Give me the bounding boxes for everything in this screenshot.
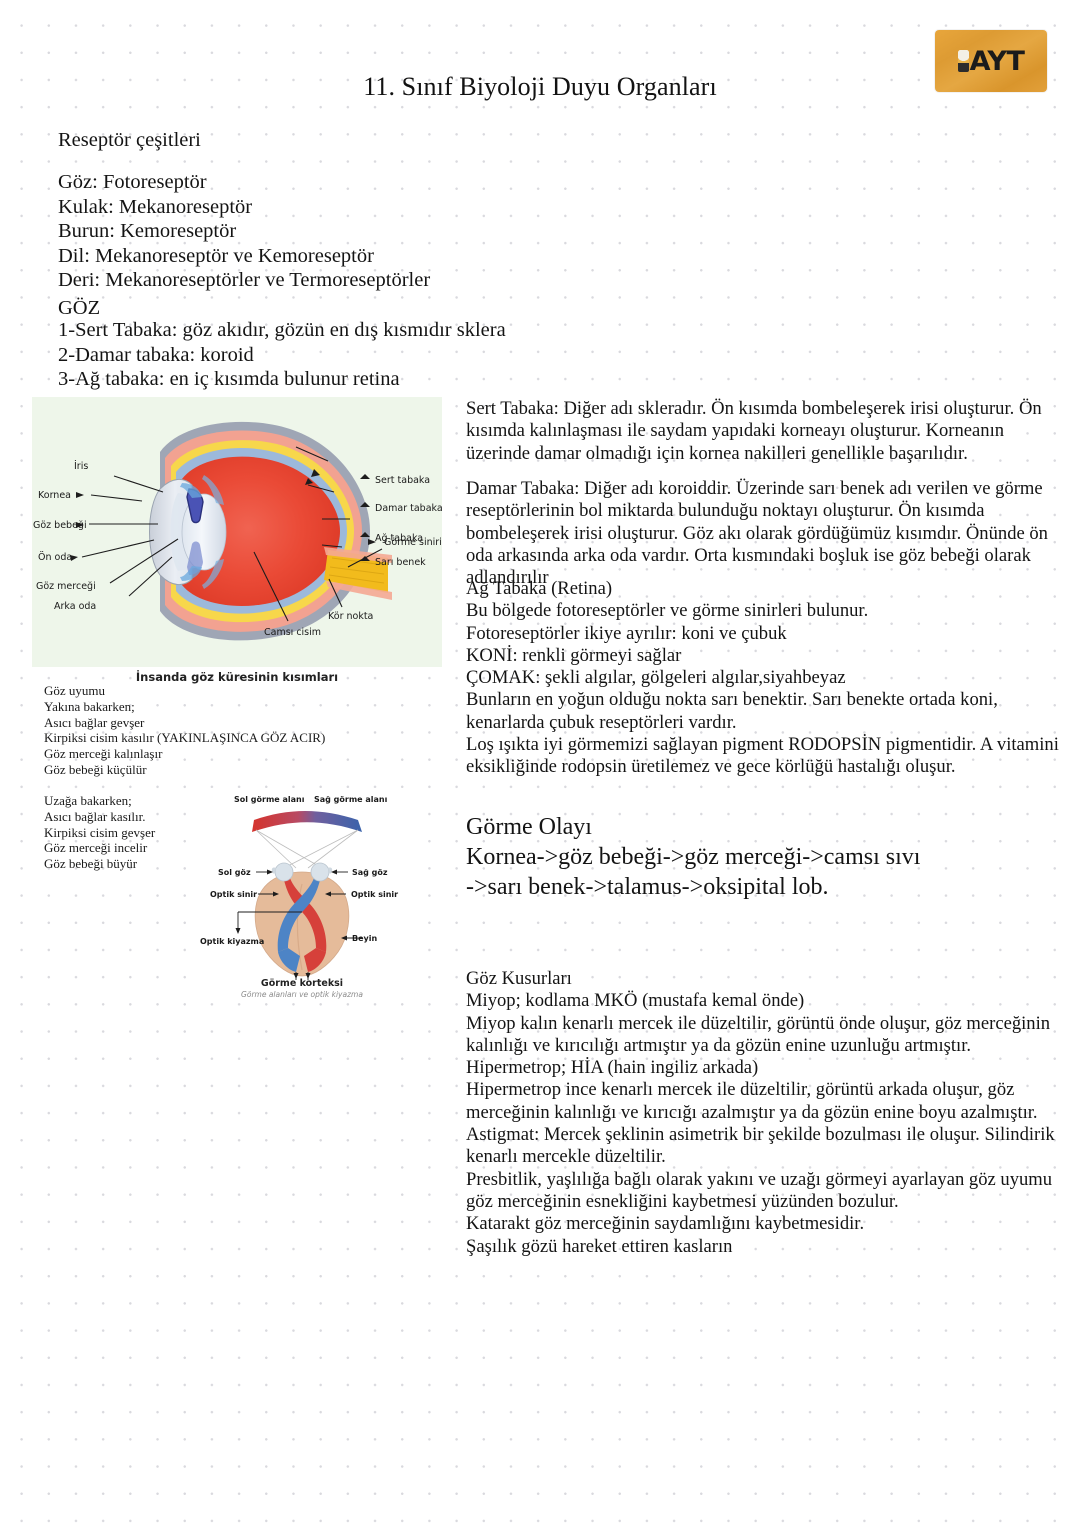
brain-diagram-caption: Görme korteksi bbox=[260, 978, 344, 989]
eye-layer-list: 1-Sert Tabaka: göz akıdır, gözün en dış … bbox=[58, 318, 506, 392]
receptor-list-item: Kulak: Mekanoreseptör bbox=[58, 195, 253, 218]
brain-label-right-eye: Sağ göz bbox=[352, 868, 388, 877]
eye-label-sari-benek: Sarı benek bbox=[375, 557, 426, 568]
receptor-list-item: Göz: Fotoreseptör bbox=[58, 171, 207, 193]
retina-density-paragraph: Bunların en yoğun olduğu nokta sarı bene… bbox=[466, 689, 998, 733]
eye-label-goz-bebegi: Göz bebeği bbox=[33, 520, 87, 531]
visual-field-brain-diagram: Sol görme alanı Sağ görme alanı Sol göz … bbox=[196, 788, 408, 988]
brain-label-left-field: Sol görme alanı bbox=[234, 795, 305, 804]
accommodation-line: Göz bebeği büyür bbox=[44, 856, 138, 872]
ayt-logo: AYT bbox=[935, 30, 1047, 92]
accommodation-line: Göz merceği incelir bbox=[44, 840, 148, 856]
hipermetrop-paragraph: Hipermetrop ince kenarlı mercek ile düze… bbox=[466, 1079, 1038, 1123]
sasilik-paragraph: Şaşılık gözü hareket ettiren kasların bbox=[466, 1235, 733, 1257]
rodopsin-paragraph: Loş ışıkta iyi görmemizi sağlayan pigmen… bbox=[466, 734, 1059, 778]
accommodation-line: Göz uyumu bbox=[44, 683, 106, 698]
eye-diagram-caption: İnsanda göz küresinin kısımları bbox=[135, 670, 339, 684]
retina-block: Ağ Tabaka (Retina) Bu bölgede fotoresept… bbox=[466, 578, 1072, 779]
ayt-logo-mark: AYT bbox=[957, 45, 1025, 77]
receptor-list-item: Deri: Mekanoreseptörler ve Termoreseptör… bbox=[58, 269, 431, 292]
accommodation-line: Kirpiksi cisim gevşer bbox=[44, 824, 156, 840]
accommodation-line: Uzağa bakarken; bbox=[44, 793, 132, 808]
logo-figure-icon bbox=[957, 50, 969, 72]
eye-layer-item: 2-Damar tabaka: koroid bbox=[58, 343, 254, 366]
goz-kusurlari-block: Göz Kusurları Miyop; kodlama MKÖ (mustaf… bbox=[466, 968, 1072, 1258]
ayt-logo-text: AYT bbox=[969, 45, 1025, 77]
accommodation-line: Asıcı bağlar gevşer bbox=[44, 714, 145, 730]
receptors-heading: Reseptör çeşitleri bbox=[58, 129, 201, 151]
retina-line: Ağ Tabaka (Retina) bbox=[466, 578, 613, 599]
brain-label-optic-nerve-right: Optik sinir bbox=[351, 890, 398, 899]
eye-section-heading: GÖZ bbox=[58, 297, 101, 319]
sert-tabaka-paragraph: Sert Tabaka: Diğer adı skleradır. Ön kıs… bbox=[466, 398, 1042, 464]
accommodation-line: Asıcı bağlar kasılır. bbox=[44, 808, 146, 824]
eye-label-kor-nokta: Kör nokta bbox=[328, 611, 373, 622]
accommodation-near-list: Göz uyumu Yakına bakarken; Asıcı bağlar … bbox=[44, 683, 325, 778]
retina-line: Fotoreseptörler ikiye ayrılır: koni ve ç… bbox=[466, 622, 787, 644]
presbitlik-paragraph: Presbitlik, yaşlılığa bağlı olarak yakın… bbox=[466, 1168, 1053, 1212]
eye-anatomy-diagram: İris Kornea Göz bebeği Ön oda Göz merceğ… bbox=[32, 397, 442, 667]
gorme-olayi-block: Görme Olayı Kornea->göz bebeği->göz merc… bbox=[466, 812, 1072, 902]
eye-label-sert-tabaka: Sert tabaka bbox=[375, 475, 430, 486]
eye-label-camsi-cisim: Camsı cisim bbox=[264, 627, 321, 638]
accommodation-line: Göz merceği kalınlaşır bbox=[44, 746, 163, 762]
brain-label-chiasm: Optik kiyazma bbox=[200, 937, 264, 946]
eye-layer-item: 1-Sert Tabaka: göz akıdır, gözün en dış … bbox=[58, 319, 506, 341]
eye-label-iris: İris bbox=[74, 461, 88, 472]
miyop-code-line: Miyop; kodlama MKÖ (mustafa kemal önde) bbox=[466, 990, 805, 1012]
katarakt-paragraph: Katarakt göz merceğinin saydamlığını kay… bbox=[466, 1213, 865, 1235]
accommodation-line: Göz bebeği küçülür bbox=[44, 761, 147, 777]
receptor-list-item: Burun: Kemoreseptör bbox=[58, 220, 237, 243]
eye-label-gorme-siniri-text: Görme siniri bbox=[384, 537, 442, 548]
gorme-olayi-pathway-line: Kornea->göz bebeği->göz merceği->camsı s… bbox=[466, 844, 921, 870]
retina-line: Bu bölgede fotoreseptörler ve görme sini… bbox=[466, 600, 869, 622]
receptor-list: Göz: Fotoreseptör Kulak: Mekanoreseptör … bbox=[58, 170, 430, 293]
accommodation-line: Yakına bakarken; bbox=[44, 698, 135, 714]
eye-label-kornea: Kornea bbox=[38, 490, 71, 501]
astigmat-paragraph: Astigmat: Mercek şeklinin asimetrik bir … bbox=[466, 1124, 1055, 1168]
brain-diagram-subcaption: Görme alanları ve optik kiyazma bbox=[241, 990, 363, 999]
brain-label-right-field: Sağ görme alanı bbox=[314, 795, 388, 804]
damar-tabaka-paragraph: Damar Tabaka: Diğer adı koroiddir. Üzeri… bbox=[466, 478, 1048, 589]
page-title: 11. Sınıf Biyoloji Duyu Organları bbox=[363, 72, 717, 101]
eye-label-damar-tabaka: Damar tabaka bbox=[375, 503, 442, 514]
brain-label-left-eye: Sol göz bbox=[218, 868, 251, 877]
eye-layer-item: 3-Ağ tabaka: en iç kısımda bulunur retin… bbox=[58, 368, 400, 391]
retina-line: KONİ: renkli görmeyi sağlar bbox=[466, 644, 682, 666]
receptor-list-item: Dil: Mekanoreseptör ve Kemoreseptör bbox=[58, 244, 374, 267]
gorme-olayi-heading: Görme Olayı bbox=[466, 814, 592, 840]
retina-line: ÇOMAK: şekli algılar, gölgeleri algılar,… bbox=[466, 667, 846, 689]
eye-label-goz-mercegi: Göz merceği bbox=[36, 581, 96, 592]
goz-kusurlari-heading: Göz Kusurları bbox=[466, 968, 572, 989]
brain-label-optic-nerve-left: Optik sinir bbox=[210, 890, 257, 899]
eye-label-on-oda: Ön oda bbox=[38, 552, 72, 563]
accommodation-line: Kirpiksi cisim kasılır (YAKINLAŞINCA GÖZ… bbox=[44, 730, 326, 746]
eye-label-arka-oda: Arka oda bbox=[54, 601, 96, 612]
gorme-olayi-pathway-line: ->sarı benek->talamus->oksipital lob. bbox=[466, 874, 829, 900]
brain-label-brain: Beyin bbox=[352, 934, 377, 943]
hipermetrop-code-line: Hipermetrop; HİA (hain ingiliz arkada) bbox=[466, 1057, 759, 1079]
miyop-paragraph: Miyop kalın kenarlı mercek ile düzeltili… bbox=[466, 1012, 1051, 1056]
accommodation-far-list: Uzağa bakarken; Asıcı bağlar kasılır. Ki… bbox=[44, 793, 155, 872]
